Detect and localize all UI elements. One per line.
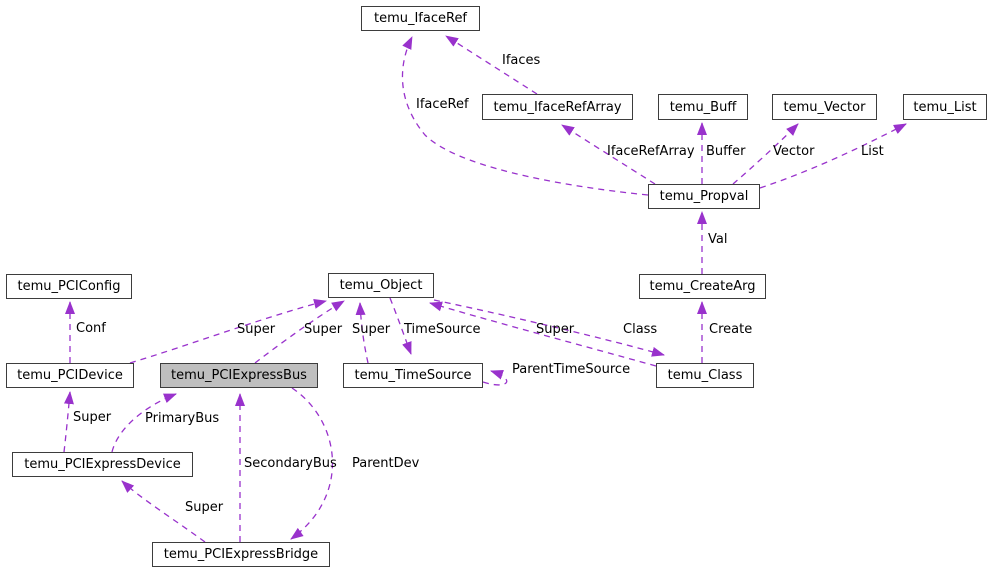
edge-label-Super: Super — [304, 322, 343, 337]
edge-label-Vector: Vector — [773, 144, 815, 159]
node-temu_PCIConfig[interactable]: temu_PCIConfig — [6, 274, 132, 299]
edge-pcie_device-to-pcie_bus — [111, 393, 177, 453]
edge-label-Conf: Conf — [76, 321, 106, 336]
node-temu_PCIExpressBridge[interactable]: temu_PCIExpressBridge — [152, 542, 330, 567]
edge-label-Super: Super — [536, 322, 575, 337]
edge-label-Super: Super — [237, 322, 276, 337]
edge-label-IfaceRefArray: IfaceRefArray — [607, 144, 695, 159]
edge-label-Buffer: Buffer — [706, 144, 746, 159]
edge-object-to-time_source — [389, 297, 412, 355]
edge-propval-to-list — [759, 123, 907, 189]
edge-label-Class: Class — [623, 322, 658, 337]
edge-propval-to-iface_ref — [401, 36, 649, 196]
edge-label-Super: Super — [185, 500, 224, 515]
edge-label-IfaceRef: IfaceRef — [416, 97, 469, 112]
edge-label-Super: Super — [352, 322, 391, 337]
node-temu_Buff[interactable]: temu_Buff — [658, 94, 748, 120]
edge-propval-to-iface_ref_array — [561, 124, 656, 185]
edge-iface_ref_array-to-iface_ref — [445, 35, 538, 95]
edge-pci_device-to-object — [129, 299, 327, 364]
node-temu_TimeSource[interactable]: temu_TimeSource — [343, 363, 483, 388]
node-temu_Propval[interactable]: temu_Propval — [648, 184, 760, 209]
edge-label-ParentTimeSource: ParentTimeSource — [512, 362, 631, 377]
node-temu_PCIExpressDevice[interactable]: temu_PCIExpressDevice — [12, 452, 193, 477]
edge-label-TimeSource: TimeSource — [404, 322, 481, 337]
edge-pcie_device-to-pci_device — [63, 391, 74, 453]
node-temu_PCIExpressBus[interactable]: temu_PCIExpressBus — [160, 363, 318, 388]
edge-time_source-to-time_source — [482, 370, 508, 386]
node-temu_List[interactable]: temu_List — [903, 94, 987, 120]
edge-pcie_bridge-to-pcie_device — [121, 480, 206, 543]
node-temu_Class[interactable]: temu_Class — [656, 363, 754, 388]
node-temu_IfaceRef[interactable]: temu_IfaceRef — [361, 6, 480, 31]
edge-label-PrimaryBus: PrimaryBus — [145, 411, 220, 426]
edge-time_source-to-object — [355, 302, 369, 364]
node-temu_Vector[interactable]: temu_Vector — [772, 94, 877, 120]
node-temu_CreateArg[interactable]: temu_CreateArg — [639, 274, 766, 299]
edge-pcie_bus-to-object — [254, 300, 345, 364]
edge-label-ParentDev: ParentDev — [352, 456, 420, 471]
edge-propval-to-vector — [732, 123, 799, 185]
edge-label-Val: Val — [708, 232, 728, 247]
node-temu_IfaceRefArray[interactable]: temu_IfaceRefArray — [482, 94, 633, 120]
edge-object-to-class — [433, 299, 665, 357]
node-temu_Object[interactable]: temu_Object — [328, 273, 434, 298]
edge-label-List: List — [861, 144, 884, 159]
edge-label-Ifaces: Ifaces — [502, 53, 541, 68]
edge-label-SecondaryBus: SecondaryBus — [244, 456, 337, 471]
edge-class-to-object — [429, 301, 657, 367]
edge-label-Create: Create — [709, 322, 753, 337]
edge-label-Super: Super — [73, 410, 112, 425]
node-temu_PCIDevice[interactable]: temu_PCIDevice — [6, 363, 134, 388]
